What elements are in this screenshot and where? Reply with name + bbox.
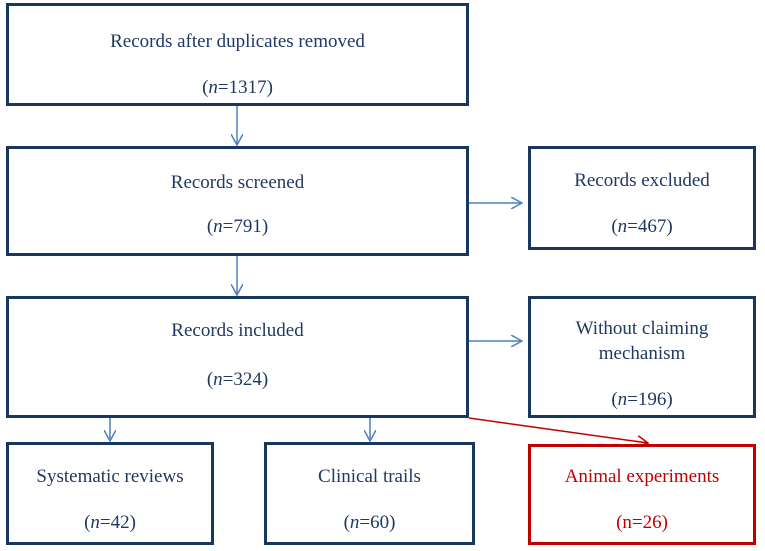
box-label: Systematic reviews: [36, 466, 184, 487]
box-count: (n=42): [84, 512, 136, 533]
box-count: (n=60): [343, 512, 396, 533]
box-count: (n=26): [616, 512, 668, 533]
box-label-line2: mechanism: [598, 343, 686, 364]
records-screened-box: Records screened (n=791): [6, 146, 469, 256]
box-label: Animal experiments: [564, 466, 720, 487]
systematic-reviews-box: Systematic reviews (n=42): [6, 442, 214, 545]
box-count: (n=1317): [202, 77, 273, 98]
box-label: Records excluded: [574, 170, 710, 191]
box-label: Records after duplicates removed: [110, 31, 365, 52]
animal-experiments-box: Animal experiments (n=26): [528, 444, 756, 545]
box-label: Records included: [171, 320, 304, 341]
box-count: (n=791): [206, 216, 269, 237]
box-count: (n=196): [611, 389, 673, 410]
without-claiming-mechanism-box: Without claiming mechanism (n=196): [528, 296, 756, 418]
arrow-included-to-animal: [468, 417, 648, 443]
box-label: Clinical trails: [318, 466, 421, 487]
box-label-line1: Without claiming: [575, 318, 709, 339]
box-count: (n=467): [611, 216, 673, 237]
clinical-trails-box: Clinical trails (n=60): [264, 442, 475, 545]
box-label: Records screened: [170, 172, 305, 193]
records-excluded-box: Records excluded (n=467): [528, 146, 756, 250]
records-after-duplicates-box: Records after duplicates removed (n=1317…: [6, 3, 469, 106]
records-included-box: Records included (n=324): [6, 296, 469, 418]
box-count: (n=324): [206, 369, 269, 390]
